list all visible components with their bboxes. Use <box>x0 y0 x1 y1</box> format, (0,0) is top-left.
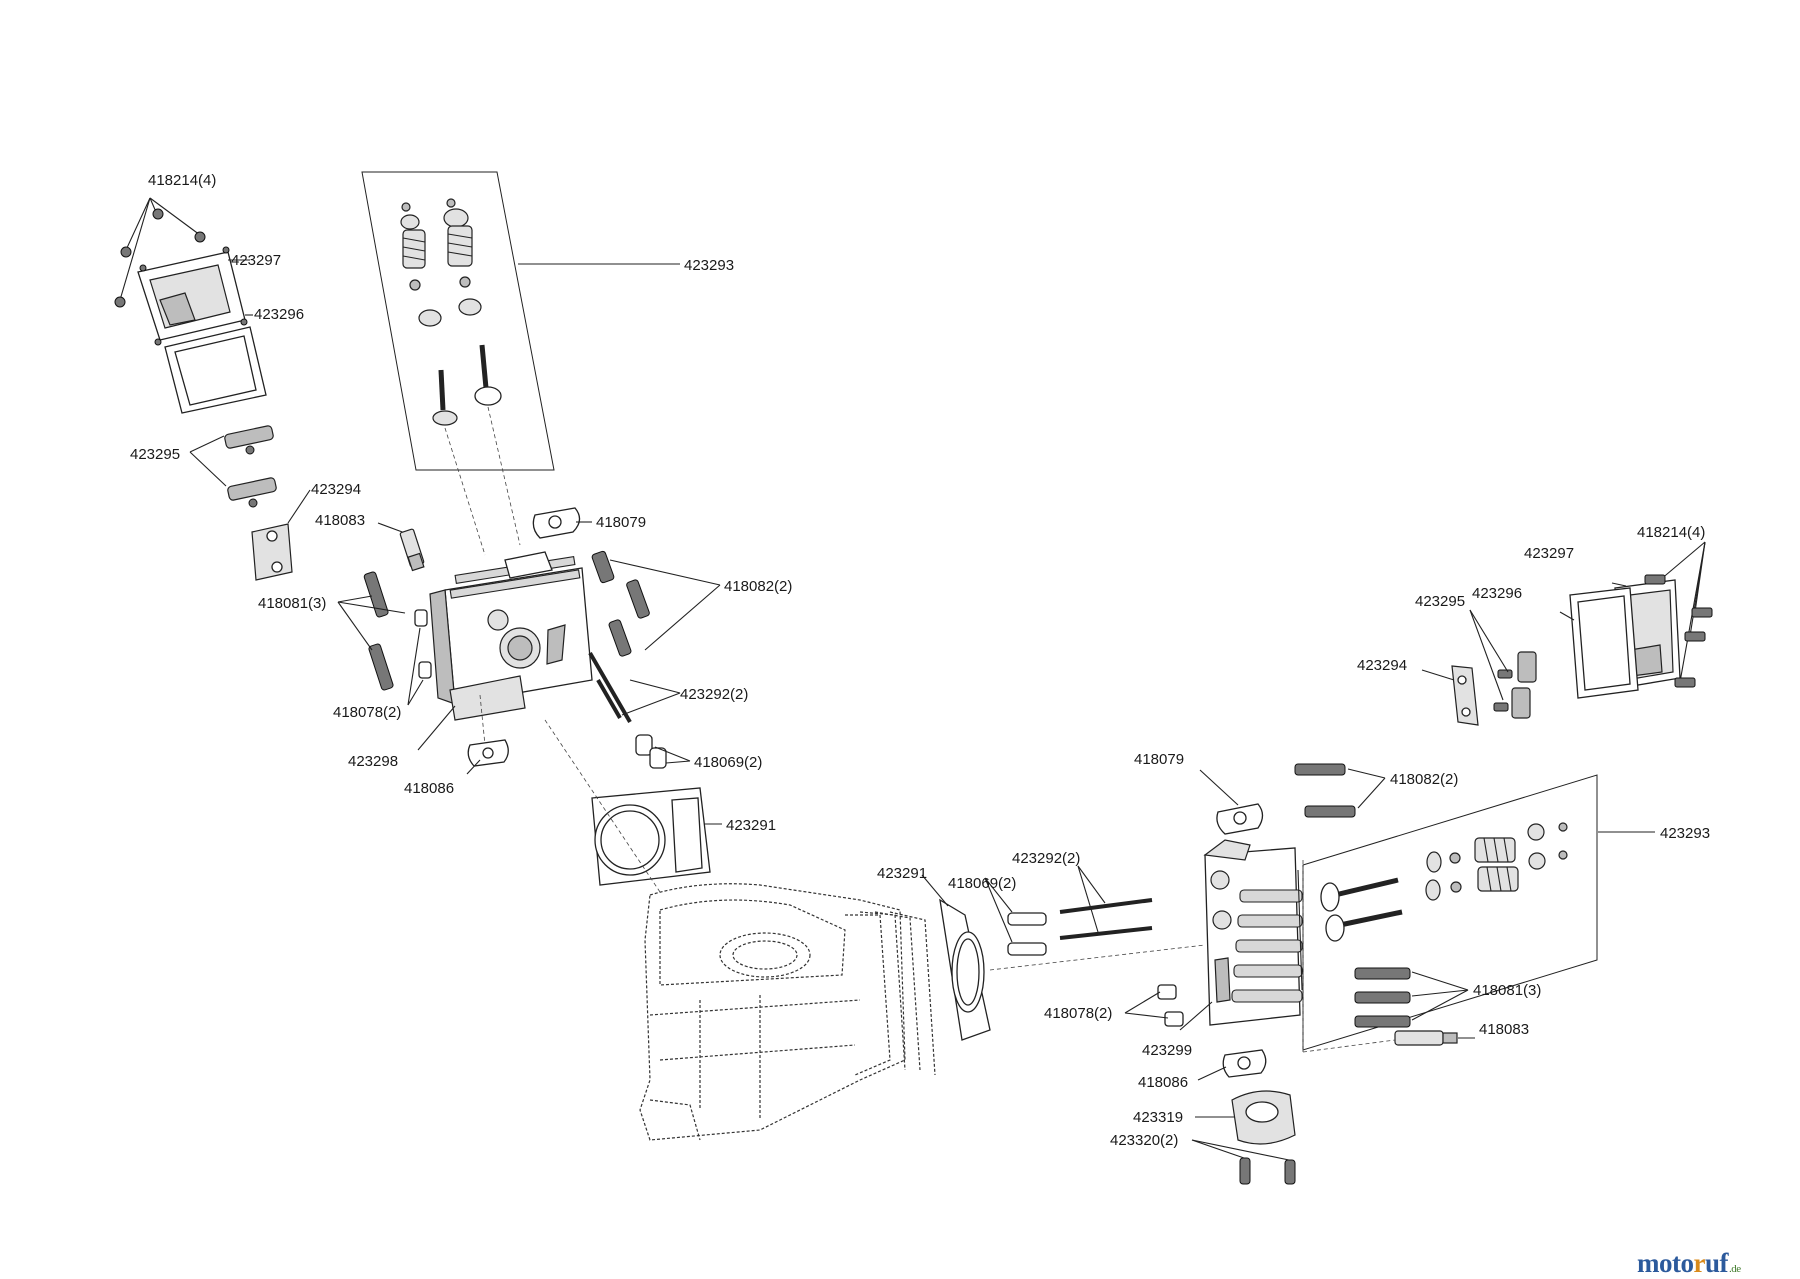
dowel-pins-left <box>407 609 432 706</box>
callout-423297-left: 423297 <box>231 252 282 269</box>
rocker-cover-bolts-left <box>114 197 206 308</box>
callout-418078-left: 418078(2) <box>333 704 402 721</box>
intake-adapter-bolts <box>1191 1139 1296 1185</box>
intake-adapter <box>1195 1090 1296 1145</box>
motoruf-watermark: motoruf.de <box>1637 1248 1741 1279</box>
callout-418086-right: 418086 <box>1138 1074 1189 1091</box>
leader-423298-left <box>417 705 456 751</box>
callout-423291-left: 423291 <box>726 817 777 834</box>
valve-train-frame-right <box>1302 774 1655 1051</box>
callout-423292-right: 423292(2) <box>1012 850 1081 867</box>
callout-423292-left: 423292(2) <box>680 686 749 703</box>
callout-423295-right: 423295 <box>1415 593 1466 610</box>
head-bolts-418081-right <box>1354 967 1469 1028</box>
tappets-right <box>984 877 1047 956</box>
callout-423295-left: 423295 <box>130 446 181 463</box>
valve-spring-left-b <box>447 225 473 267</box>
watermark-part3: uf <box>1704 1248 1729 1278</box>
callout-418069-right: 418069(2) <box>948 875 1017 892</box>
callout-423298-left: 423298 <box>348 753 399 770</box>
callout-423291-right: 423291 <box>877 865 928 882</box>
tappets-left <box>635 734 691 769</box>
valve-spring-right-b <box>1477 866 1519 892</box>
callout-418081-right: 418081(3) <box>1473 982 1542 999</box>
rocker-cover-gasket-left <box>164 326 267 414</box>
callout-423294-right: 423294 <box>1357 657 1408 674</box>
head-bolts-418082-right <box>1294 763 1386 818</box>
rocker-arms-right <box>1469 609 1537 719</box>
push-rod-guide-right <box>1421 665 1479 726</box>
callout-418214-left: 418214(4) <box>148 172 217 189</box>
push-rods-left <box>588 651 681 724</box>
spark-plug-left <box>377 522 425 572</box>
crankcase-block <box>639 883 936 1141</box>
head-gasket-right <box>921 874 991 1041</box>
callout-423294-left: 423294 <box>311 481 362 498</box>
head-bolts-418082-left <box>591 550 721 657</box>
push-rod-guide-left <box>251 489 311 581</box>
valve-train-frame-left <box>361 171 680 556</box>
cylinder-head-right <box>1203 839 1303 1026</box>
callout-418083-right: 418083 <box>1479 1021 1530 1038</box>
callout-418081-left: 418081(3) <box>258 595 327 612</box>
spark-plug-right <box>1394 1030 1475 1046</box>
callout-423319-right: 423319 <box>1133 1109 1184 1126</box>
exhaust-gasket-right <box>1199 769 1264 835</box>
callout-418079-right: 418079 <box>1134 751 1185 768</box>
callout-423296-left: 423296 <box>254 306 305 323</box>
leader-423299-right <box>1179 1001 1213 1031</box>
head-gasket-left <box>591 787 722 886</box>
dowel-pins-right <box>1124 984 1184 1027</box>
valve-spring-left-a <box>402 229 426 269</box>
rocker-cover-gasket-right <box>1559 587 1639 699</box>
callout-423299-right: 423299 <box>1142 1042 1193 1059</box>
valve-spring-right-a <box>1474 837 1516 863</box>
callout-418079-left: 418079 <box>596 514 647 531</box>
callout-418082-left: 418082(2) <box>724 578 793 595</box>
gasket-418086-left <box>466 739 509 775</box>
watermark-part2: r <box>1693 1248 1705 1278</box>
callout-423296-right: 423296 <box>1472 585 1523 602</box>
head-bolts-418081-left <box>337 571 406 691</box>
callout-423293-right: 423293 <box>1660 825 1711 842</box>
callout-418086-left: 418086 <box>404 780 455 797</box>
rocker-arms-left <box>189 425 277 508</box>
watermark-suffix: .de <box>1728 1263 1741 1275</box>
callout-423297-right: 423297 <box>1524 545 1575 562</box>
exhaust-gasket-left <box>532 507 592 539</box>
push-rods-right <box>1059 865 1153 940</box>
callout-418082-right: 418082(2) <box>1390 771 1459 788</box>
callout-423320-right: 423320(2) <box>1110 1132 1179 1149</box>
cylinder-head-left <box>429 551 593 721</box>
callout-423293-left: 423293 <box>684 257 735 274</box>
callout-418078-right: 418078(2) <box>1044 1005 1113 1022</box>
watermark-part1: moto <box>1637 1248 1694 1278</box>
callout-418069-left: 418069(2) <box>694 754 763 771</box>
callout-418214-right: 418214(4) <box>1637 524 1706 541</box>
rocker-cover-bolts-right <box>1644 541 1713 688</box>
rocker-cover-left <box>137 246 248 346</box>
callout-418083-left: 418083 <box>315 512 366 529</box>
gasket-418086-right <box>1197 1049 1267 1081</box>
